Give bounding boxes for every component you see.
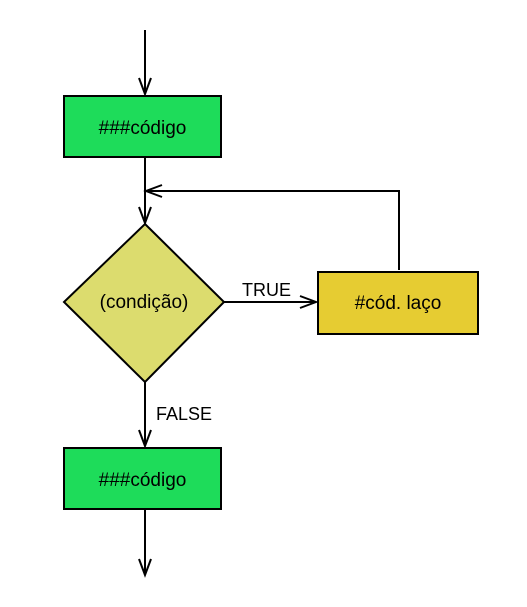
false-branch-label: FALSE	[156, 404, 212, 424]
entry-arrow	[138, 30, 152, 97]
condition-label: (condição)	[100, 292, 189, 313]
loop-back-arrow	[143, 184, 400, 270]
bottom-code-label: ###código	[99, 470, 187, 491]
exit-arrow	[138, 510, 152, 578]
false-branch-arrow	[138, 382, 152, 449]
bottom-code-block: ###código	[63, 447, 222, 510]
loop-code-block: #cód. laço	[317, 271, 479, 335]
top-code-label: ###código	[99, 118, 187, 139]
true-branch-label: TRUE	[242, 280, 291, 300]
loop-code-label: #cód. laço	[355, 293, 442, 314]
condition-diamond: (condição)	[62, 222, 226, 384]
true-branch-arrow	[224, 295, 319, 309]
top-code-block: ###código	[63, 95, 222, 158]
